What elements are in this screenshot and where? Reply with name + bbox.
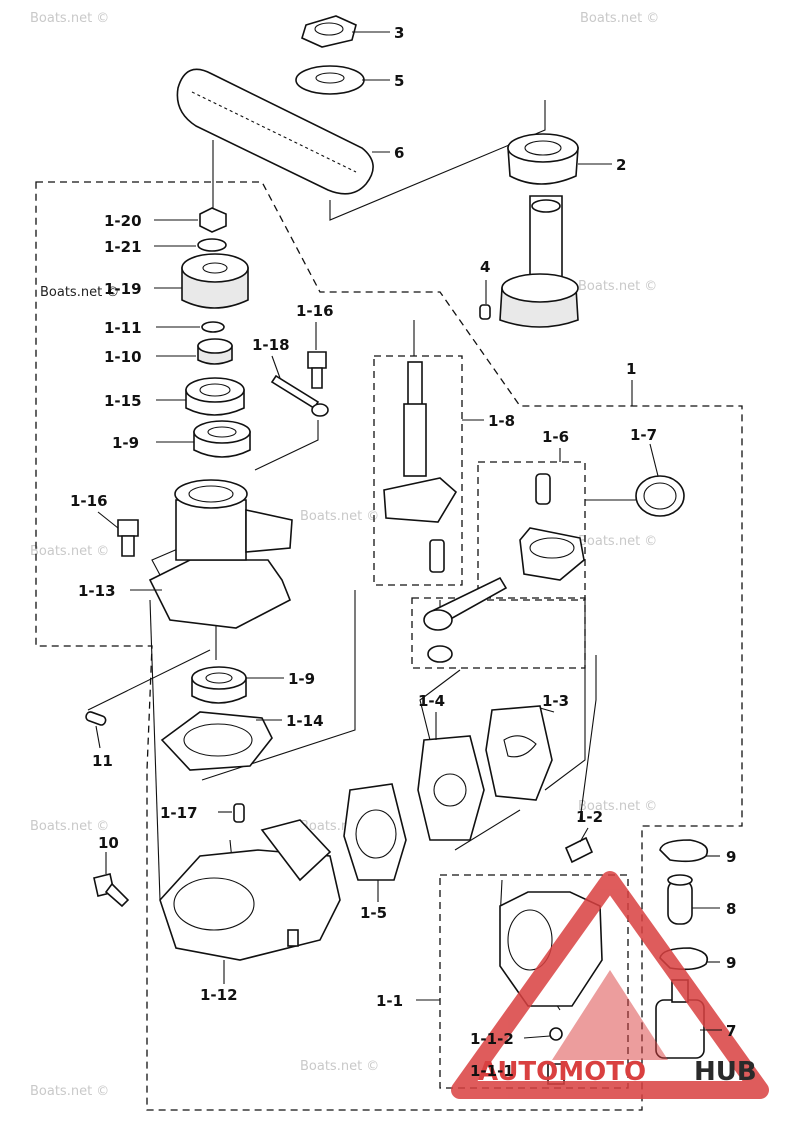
callout-label: 1-8 — [488, 412, 515, 430]
watermark: Boats.net © — [300, 1059, 379, 1074]
callout-label: 6 — [394, 144, 404, 162]
watermark: Boats.net © — [30, 1084, 109, 1099]
callout-label: 1-9 — [288, 670, 315, 688]
callout-label: 9 — [726, 954, 736, 972]
nut — [301, 15, 357, 48]
callout-label: 1-17 — [160, 804, 198, 822]
callout-label: 1-20 — [104, 212, 142, 230]
callout-label: 1-14 — [286, 712, 324, 730]
left-stack — [181, 207, 251, 458]
callout-label: 9 — [726, 848, 736, 866]
upper-housing — [148, 479, 293, 629]
callout-label: 1-18 — [252, 336, 290, 354]
callout-label: 7 — [726, 1022, 736, 1040]
pulley-shaft — [479, 133, 579, 328]
watermark: Boats.net © — [580, 11, 659, 26]
piston-assembly — [423, 473, 685, 663]
washer — [295, 65, 365, 95]
callout-label: 1-3 — [542, 692, 569, 710]
callout-label: 1-7 — [630, 426, 657, 444]
callout-label: 1-12 — [200, 986, 238, 1004]
watermark: Boats.net © — [578, 534, 657, 549]
watermark: Boats.net © — [30, 544, 109, 559]
callout-label: 3 — [394, 24, 404, 42]
callout-label: 1 — [626, 360, 636, 378]
assembly-boundaries — [35, 181, 743, 1111]
watermark: Boats.net © — [30, 819, 109, 834]
filter-parts — [655, 839, 709, 1059]
callout-label: 1-1 — [376, 992, 403, 1010]
lower-housing — [93, 803, 341, 961]
brand-left: AUTOMOTO — [478, 1057, 646, 1087]
bolts — [117, 351, 329, 557]
timing-belt — [176, 68, 374, 195]
brand-logo — [451, 871, 769, 1099]
callout-label: 1-11 — [104, 319, 142, 337]
callout-label: 1-10 — [104, 348, 142, 366]
watermark: Boats.net © — [578, 799, 657, 814]
callout-label: 1-9 — [112, 434, 139, 452]
callout-label: 4 — [480, 258, 490, 276]
watermark: Boats.net © — [30, 11, 109, 26]
brand-right: HUB — [694, 1057, 757, 1087]
callout-label: 2 — [616, 156, 626, 174]
callout-label: 1-16 — [70, 492, 108, 510]
callout-label: 1-5 — [360, 904, 387, 922]
crankshaft — [383, 361, 458, 573]
callout-label: 11 — [92, 752, 113, 770]
callout-label: 1-13 — [78, 582, 116, 600]
callout-label: 8 — [726, 900, 736, 918]
callout-label: 5 — [394, 72, 404, 90]
plates — [343, 705, 553, 881]
callout-label: 1-6 — [542, 428, 569, 446]
callout-label: 1-21 — [104, 238, 142, 256]
callout-label: 1-1-2 — [470, 1030, 514, 1048]
watermark-dark: Boats.net © — [40, 285, 119, 300]
watermark: Boats.net © — [300, 509, 379, 524]
leader-lines — [95, 31, 722, 1039]
callout-label: 1-4 — [418, 692, 445, 710]
callout-labels: 3 5 6 2 4 1 1-20 1-21 1-19 1-11 1-10 1-1… — [70, 24, 736, 1080]
lower-bearing-gasket — [85, 666, 273, 771]
callout-label: 1-1-1 — [470, 1062, 514, 1080]
callout-label: 1-2 — [576, 808, 603, 826]
callout-label: 10 — [98, 834, 119, 852]
callout-label: 1-19 — [104, 280, 142, 298]
callout-label: 1-15 — [104, 392, 142, 410]
watermark: Boats.net © — [578, 279, 657, 294]
callout-label: 1-16 — [296, 302, 334, 320]
